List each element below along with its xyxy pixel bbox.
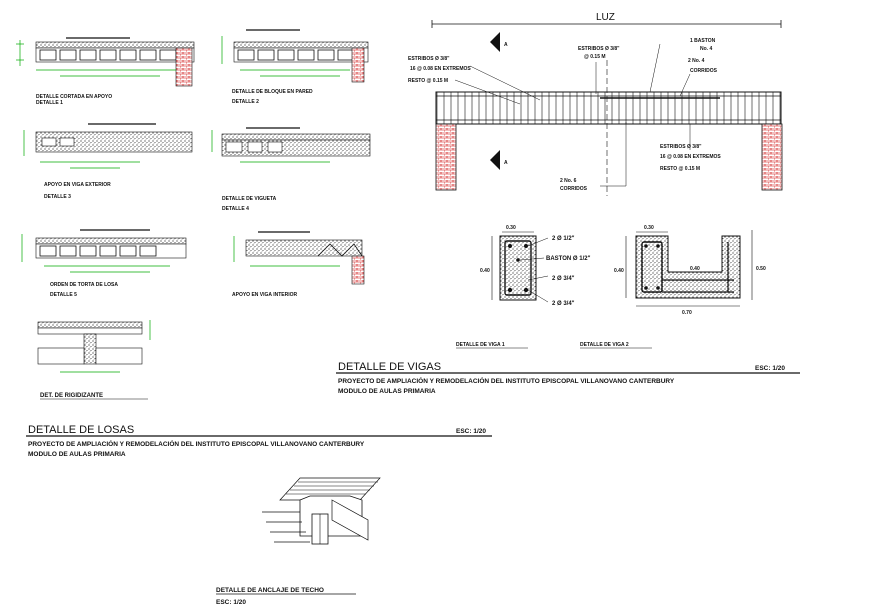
corridos-bottom: 2 No. 6 [560,178,577,184]
slab-detail-2-sub: DETALLE 2 [232,99,259,105]
slab-detail-4-caption: DETALLE DE VIGUETA [222,196,277,202]
rigidizante-detail: DET. DE RIGIDIZANTE [37,320,151,400]
viga2-dim-total-w: 0.70 [682,310,692,316]
beam-elevation: LUZ A A ESTRIBOS Ø 3/8" 16 @ 0.08 EN EXT… [408,12,783,196]
losas-scale: ESC: 1/20 [456,428,486,435]
losas-title: DETALLE DE LOSAS [28,424,134,436]
rigidizante-caption: DET. DE RIGIDIZANTE [40,393,103,399]
baston-label-2: No. 4 [700,46,712,52]
resto-right: RESTO @ 0.15 M [660,166,700,172]
estribos-right: ESTRIBOS Ø 3/8" [660,144,702,150]
slab-detail-1: DETALLE CORTADA EN APOYO DETALLE 1 [16,37,195,106]
slab-detail-5: ORDEN DE TORTA DE LOSA DETALLE 5 [21,229,187,298]
vigas-title-block: DETALLE DE VIGAS ESC: 1/20 PROYECTO DE A… [336,361,800,395]
corridos-bottom-2: CORRIDOS [560,186,588,192]
anclaje-caption: DETALLE DE ANCLAJE DE TECHO [216,587,324,594]
slab-detail-4-sub: DETALLE 4 [222,206,249,212]
losas-module: MODULO DE AULAS PRIMARIA [28,451,126,458]
viga1-caption: DETALLE DE VIGA 1 [456,342,505,348]
viga2-dim-w: 0.30 [644,225,654,231]
section-mark-bottom: A [504,160,508,166]
slab-detail-3-sub: DETALLE 3 [44,194,71,200]
estribos-left-2: 16 @ 0.08 EN EXTREMOS [410,66,471,72]
viga1-dim-h: 0.40 [480,268,490,274]
viga1-dim-w: 0.30 [506,225,516,231]
vigas-scale: ESC: 1/20 [755,365,785,372]
slab-detail-3: APOYO EN VIGA EXTERIOR DETALLE 3 [23,123,193,200]
slab-detail-5-caption: ORDEN DE TORTA DE LOSA [50,282,118,288]
vigas-project: PROYECTO DE AMPLIACIÓN Y REMODELACIÓN DE… [338,376,675,385]
luz-label: LUZ [596,12,615,23]
viga2-caption: DETALLE DE VIGA 2 [580,342,629,348]
viga-1-section: 0.30 0.40 2 Ø 1/2" BASTON Ø 1/2" 2 Ø 3/4… [456,225,591,349]
viga1-baston: BASTON Ø 1/2" [546,256,591,262]
estribos-left: ESTRIBOS Ø 3/8" [408,56,450,62]
slab-detail-6: APOYO EN VIGA INTERIOR [232,231,365,298]
estribos-right-2: 16 @ 0.08 EN EXTREMOS [660,154,721,160]
viga-2-section: 0.30 0.40 0.40 0.50 0.70 DETALLE DE VIGA… [580,225,766,349]
corridos-top: 2 No. 4 [688,58,705,64]
losas-title-block: DETALLE DE LOSAS ESC: 1/20 PROYECTO DE A… [26,424,492,458]
viga2-dim-inner: 0.40 [690,266,700,272]
viga1-bar-bot: 2 Ø 3/4" [552,301,575,307]
slab-detail-1-caption: DETALLE CORTADA EN APOYO [36,94,112,100]
slab-detail-2-caption: DETALLE DE BLOQUE EN PARED [232,89,313,95]
viga1-bar-top: 2 Ø 1/2" [552,236,575,242]
slab-detail-4: DETALLE DE VIGUETA DETALLE 4 [211,127,371,212]
vigas-module: MODULO DE AULAS PRIMARIA [338,388,436,395]
estribos-center-2: @ 0.15 M [584,54,606,60]
estribos-center: ESTRIBOS Ø 3/8" [578,46,620,52]
slab-detail-1-sub: DETALLE 1 [36,100,63,106]
slab-detail-5-sub: DETALLE 5 [50,292,77,298]
viga2-dim-total-h: 0.50 [756,266,766,272]
baston-label: 1 BASTON [690,38,716,44]
slab-detail-3-caption: APOYO EN VIGA EXTERIOR [44,182,111,188]
losas-project: PROYECTO DE AMPLIACIÓN Y REMODELACIÓN DE… [28,439,365,448]
vigas-title: DETALLE DE VIGAS [338,361,441,373]
viga1-bar-mid: 2 Ø 3/4" [552,276,575,282]
slab-detail-6-caption: APOYO EN VIGA INTERIOR [232,292,297,298]
viga2-dim-h: 0.40 [614,268,624,274]
corridos-top-2: CORRIDOS [690,68,718,74]
section-mark-top: A [504,42,508,48]
resto-left: RESTO @ 0.15 M [408,78,448,84]
slab-detail-2: DETALLE DE BLOQUE EN PARED DETALLE 2 [221,29,369,105]
anclaje-detail: DETALLE DE ANCLAJE DE TECHO ESC: 1/20 [216,477,381,606]
anclaje-scale: ESC: 1/20 [216,599,246,606]
